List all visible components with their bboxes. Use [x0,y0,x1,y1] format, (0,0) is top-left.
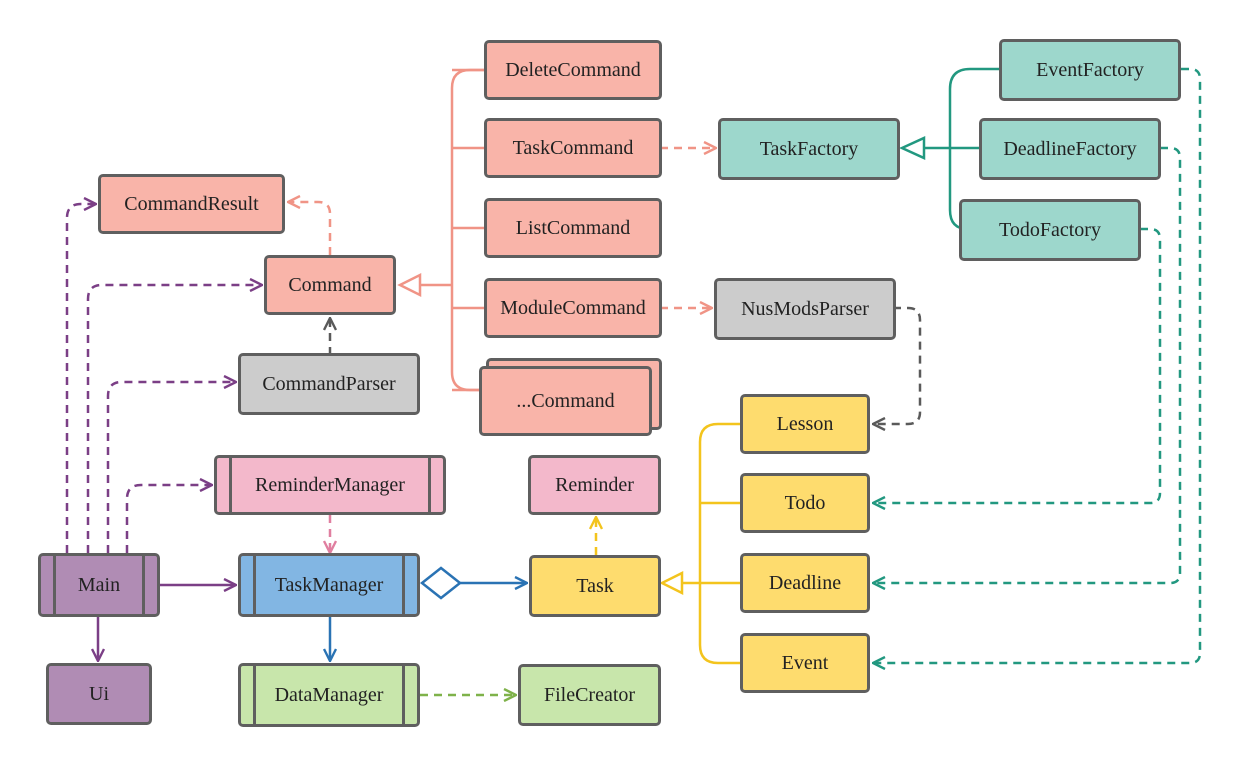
event-factory-class[interactable]: EventFactory [999,39,1181,101]
task-manager-class[interactable]: TaskManager [238,553,420,617]
module-command-class[interactable]: ModuleCommand [484,278,662,338]
main-label: Main [77,573,121,596]
nusmods-parser-class[interactable]: NusModsParser [714,278,896,340]
command-result-class[interactable]: CommandResult [98,174,285,234]
list-command-label: ListCommand [515,216,631,239]
task-manager-left-bar [253,553,256,617]
association-lines [98,583,527,661]
reminder-manager-label: ReminderManager [255,473,405,496]
main-left-bar [53,553,56,617]
task-manager-right-bar [402,553,405,617]
list-command-class[interactable]: ListCommand [484,198,662,258]
dependency-lines [65,67,1202,695]
deadline-factory-class[interactable]: DeadlineFactory [979,118,1161,180]
deadline-class[interactable]: Deadline [740,553,870,613]
task-factory-label: TaskFactory [759,137,859,160]
command-parser-label: CommandParser [262,372,396,395]
command-result-label: CommandResult [124,192,259,215]
reminder-manager-right-bar [428,455,431,515]
reminder-manager-left-bar [229,455,232,515]
data-manager-right-bar [402,663,405,727]
lesson-class[interactable]: Lesson [740,394,870,454]
delete-command-class[interactable]: DeleteCommand [484,40,662,100]
task-inheritance-tree [682,422,740,665]
factory-generalization-arrowhead [898,136,926,160]
main-right-bar [142,553,145,617]
todo-label: Todo [784,491,826,514]
todo-factory-label: TodoFactory [999,218,1101,241]
data-manager-class[interactable]: DataManager [238,663,420,727]
reminder-manager-class[interactable]: ReminderManager [214,455,446,515]
ui-class[interactable]: Ui [46,663,152,725]
other-command-class[interactable]: ...Command [479,366,652,436]
task-command-label: TaskCommand [512,136,634,159]
lesson-label: Lesson [776,412,834,435]
data-manager-left-bar [253,663,256,727]
event-class[interactable]: Event [740,633,870,693]
task-command-class[interactable]: TaskCommand [484,118,662,178]
module-command-label: ModuleCommand [500,296,646,319]
task-class[interactable]: Task [529,555,661,617]
command-inheritance-tree [420,68,484,392]
delete-command-label: DeleteCommand [505,58,641,81]
reminder-label: Reminder [555,473,634,496]
command-label: Command [288,273,372,296]
todo-class[interactable]: Todo [740,473,870,533]
command-parser-class[interactable]: CommandParser [238,353,420,415]
ui-label: Ui [89,682,109,705]
event-label: Event [781,651,829,674]
deadline-label: Deadline [768,571,842,594]
other-command-label: ...Command [516,389,615,412]
event-factory-label: EventFactory [1036,58,1144,81]
task-label: Task [576,574,614,597]
reminder-class[interactable]: Reminder [528,455,661,515]
data-manager-label: DataManager [274,683,384,706]
todo-factory-class[interactable]: TodoFactory [959,199,1141,261]
command-class[interactable]: Command [264,255,396,315]
main-class[interactable]: Main [38,553,160,617]
nusmods-parser-label: NusModsParser [741,297,869,320]
command-generalization-arrowhead [397,272,422,298]
deadline-factory-label: DeadlineFactory [1003,137,1137,160]
file-creator-label: FileCreator [543,683,636,706]
task-factory-class[interactable]: TaskFactory [718,118,900,180]
aggregation-diamond [419,566,463,600]
file-creator-class[interactable]: FileCreator [518,664,661,726]
task-generalization-arrowhead [659,570,684,596]
task-manager-label: TaskManager [274,573,384,596]
